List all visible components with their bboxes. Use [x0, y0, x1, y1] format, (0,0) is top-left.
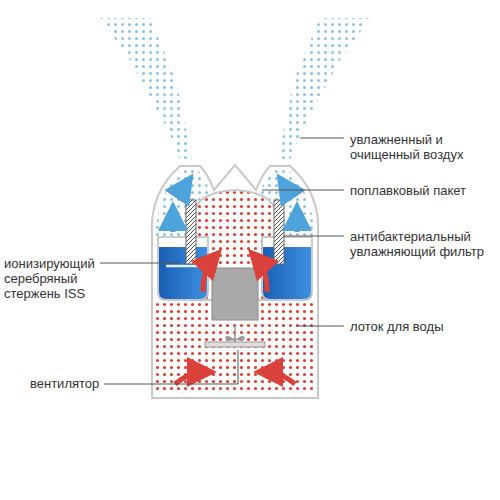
leader-lines	[100, 138, 344, 384]
iss-rod-label: ионизирующий серебряный стержень ISS	[4, 256, 98, 301]
tray-label: лоток для воды	[350, 319, 490, 334]
filter-label: антибактериальный увлажняющий фильтр	[350, 229, 495, 259]
fan-label: вентилятор	[30, 376, 102, 391]
output-air-label: увлажненный и очищенный воздух	[350, 132, 490, 162]
float-label: поплавковый пакет	[350, 183, 490, 198]
